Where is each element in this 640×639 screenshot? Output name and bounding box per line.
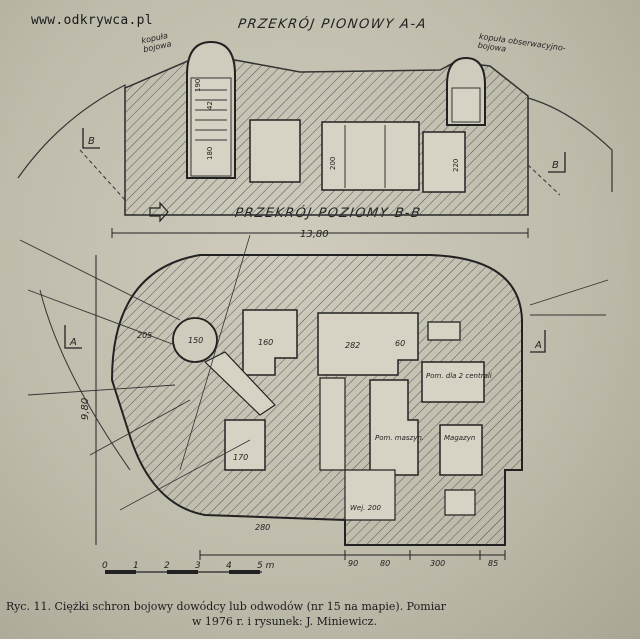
dim-label: 205 [137, 331, 152, 340]
watermark: www.odkrywca.pl [31, 13, 153, 28]
dim-label: 85 [488, 559, 498, 568]
svg-text:B: B [88, 136, 95, 147]
scale-tick: 0 [102, 561, 108, 571]
dim-label: 300 [430, 559, 445, 568]
svg-text:180: 180 [206, 147, 214, 160]
dim-label: 160 [258, 338, 273, 347]
caption-line-1: Ryc. 11. Ciężki schron bojowy dowódcy lu… [6, 600, 447, 613]
room-label-wej: Wej. 200 [350, 504, 382, 512]
overall-width-dimension: 13,80 [300, 229, 329, 240]
horizontal-section: 9,80 A A [19, 228, 609, 560]
dim-label: 170 [233, 453, 248, 462]
svg-text:190: 190 [194, 79, 202, 92]
scale-bar [105, 570, 262, 574]
figure-caption: Ryc. 11. Ciężki schron bojowy dowódcy lu… [6, 599, 638, 629]
dim-label: 80 [380, 559, 390, 568]
dim-label: 60 [395, 339, 405, 348]
scale-tick: 1 [133, 561, 139, 571]
overall-height-dimension: 9,80 [80, 398, 91, 420]
room-label-magazyn: Magazyn [444, 434, 475, 442]
dim-label: 282 [345, 341, 360, 350]
svg-text:42: 42 [206, 101, 214, 110]
dim-label: 280 [255, 523, 270, 532]
section-arrow-icon [149, 201, 169, 223]
vertical-section: B B 190 42 180 200 220 [17, 40, 613, 216]
scale-tick: 4 [226, 561, 232, 571]
dim-label: 150 [188, 336, 203, 345]
dim-label: 90 [348, 559, 358, 568]
caption-line-2: w 1976 r. i rysunek: J. Miniewicz. [192, 615, 377, 628]
room-label-maszyn: Pom. maszyn. [375, 434, 424, 442]
svg-text:A: A [69, 337, 77, 348]
room-label-centrale: Pom. dla 2 centrali [426, 372, 492, 380]
svg-text:B: B [552, 160, 559, 171]
scale-tick: 2 [164, 561, 170, 571]
scale-tick: 5 m [257, 561, 275, 571]
svg-text:220: 220 [452, 159, 460, 172]
svg-text:A: A [534, 340, 542, 351]
svg-text:200: 200 [329, 157, 337, 170]
scale-tick: 3 [195, 561, 201, 571]
